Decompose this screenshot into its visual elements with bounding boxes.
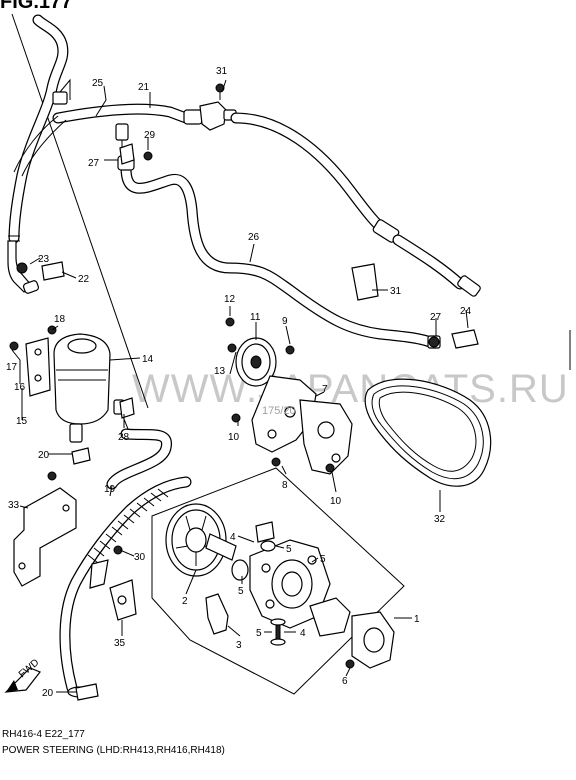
- callout-8: 8: [282, 480, 288, 491]
- callout-7: 7: [322, 384, 328, 395]
- watermark: WWW.JAPANCATS.RU: [132, 367, 569, 411]
- callout-5-b: 5: [320, 554, 326, 565]
- callout-27-right: 27: [430, 312, 442, 323]
- callout-27: 27: [88, 158, 100, 169]
- callout-20-bottom: 20: [42, 688, 54, 699]
- callout-1: 1: [414, 614, 420, 625]
- callout-24: 24: [460, 306, 472, 317]
- pump-frame: [151, 467, 405, 695]
- callout-22: 22: [78, 274, 90, 285]
- pump-body: [205, 521, 395, 669]
- hardware: [16, 83, 479, 701]
- callout-5-c: 5: [238, 586, 244, 597]
- figure-title: FIG.177: [0, 0, 72, 13]
- callout-35: 35: [114, 638, 126, 649]
- clamp-35: [89, 545, 137, 621]
- callout-19: 19: [104, 484, 116, 495]
- callout-5-a: 5: [286, 544, 292, 555]
- reservoir-14: [9, 333, 125, 443]
- callout-28: 28: [118, 432, 130, 443]
- callout-5-d: 5: [256, 628, 262, 639]
- callout-4-bottom: 4: [300, 628, 306, 639]
- callout-18: 18: [54, 314, 66, 325]
- callout-23: 23: [38, 254, 50, 265]
- callout-10-right: 10: [330, 496, 342, 507]
- callout-12: 12: [224, 294, 236, 305]
- callout-32: 32: [434, 514, 446, 525]
- callout-numbers: 25 21 31 29 27 26 23 22 31 12 11 9 27 24…: [6, 66, 472, 699]
- direction-arrow: FWD: [4, 657, 41, 693]
- callout-2: 2: [182, 596, 188, 607]
- bracket-33: [13, 471, 77, 587]
- callout-14: 14: [142, 354, 154, 365]
- callout-25: 25: [92, 78, 104, 89]
- callout-9: 9: [282, 316, 288, 327]
- callout-3: 3: [236, 640, 242, 651]
- hose-pressure-right: [230, 112, 481, 297]
- leader-lines: [11, 79, 469, 693]
- bracket-7: [299, 399, 353, 475]
- callout-21: 21: [138, 82, 150, 93]
- callout-6: 6: [342, 676, 348, 687]
- callout-33: 33: [8, 500, 20, 511]
- callout-11: 11: [250, 312, 261, 323]
- hose-25: [7, 14, 71, 294]
- callout-13: 13: [214, 366, 226, 377]
- hose-19: [59, 428, 192, 698]
- pump-pulley-2: [165, 503, 237, 577]
- callout-31: 31: [216, 66, 228, 77]
- callout-20-top: 20: [38, 450, 50, 461]
- callout-17: 17: [6, 362, 18, 373]
- callout-16: 16: [14, 382, 26, 393]
- callout-31-right: 31: [390, 286, 402, 297]
- hose-21: [13, 101, 237, 177]
- stamp-text: 175/20: [262, 405, 296, 417]
- leader-diagonal: [11, 13, 149, 409]
- callout-15: 15: [16, 416, 28, 427]
- callout-4-top: 4: [230, 532, 236, 543]
- callout-26: 26: [248, 232, 260, 243]
- idler-pulley-11: [235, 337, 317, 453]
- callout-10-left: 10: [228, 432, 240, 443]
- callout-29: 29: [144, 130, 156, 141]
- callout-30: 30: [134, 552, 146, 563]
- diagram-title: POWER STEERING (LHD:RH413,RH416,RH418): [2, 745, 225, 756]
- v-belt-32: [364, 378, 492, 487]
- diagram-code: RH416-4 E22_177: [2, 729, 85, 740]
